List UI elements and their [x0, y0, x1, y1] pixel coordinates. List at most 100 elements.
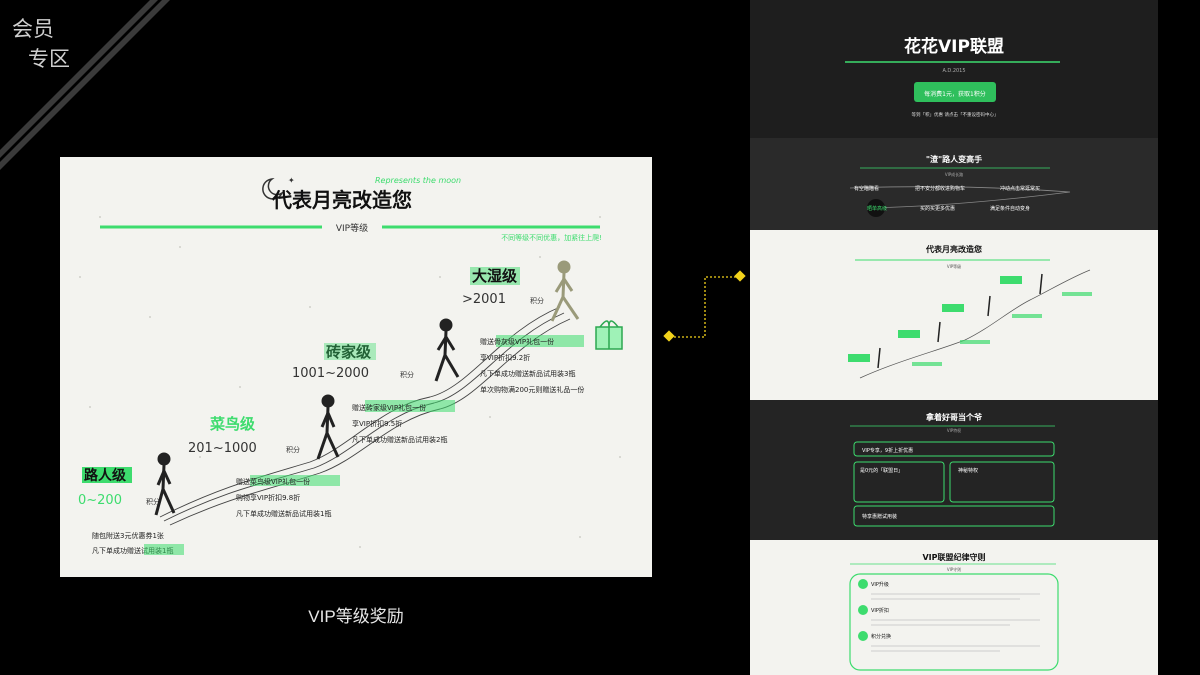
level3-perk1: 赠送砖家级VIP礼包一份	[352, 403, 426, 412]
level4-unit: 积分	[530, 296, 544, 305]
level2-perk2: 购物享VIP折扣9.8折	[236, 493, 300, 502]
level4-name: 大湿级	[472, 267, 518, 285]
walker-figure-2	[316, 394, 340, 460]
preview-panel-rules: VIP联盟纪律守则 VIP守则 VIP升级 VIP折扣 积分兑换	[750, 540, 1158, 675]
level4-range: >2001	[462, 292, 506, 307]
level4-perk3: 凡下单成功赠送新品试用装3瓶	[480, 369, 575, 378]
gift-box-icon	[595, 320, 623, 350]
level2-unit: 积分	[286, 445, 300, 454]
corner-tag: 会员 专区	[0, 0, 200, 200]
card-title: 代表月亮改造您	[271, 188, 412, 212]
p3-perk-highlights	[912, 292, 1092, 366]
p4-box2	[853, 461, 945, 503]
level3-unit: 积分	[400, 370, 414, 379]
level4-perk4: 单次购物满200元则赠送礼品一份	[480, 385, 584, 394]
level3-perk2: 享VIP折扣9.5折	[352, 419, 402, 428]
vip-level-illustration: ✦ Represents the moon 代表月亮改造您 VIP等级 不同等级…	[78, 176, 623, 555]
p3-walkers	[877, 273, 1043, 369]
p3-title: 代表月亮改造您	[925, 244, 982, 254]
card-subtitle: VIP等级	[336, 222, 368, 234]
p5-text-lines	[871, 593, 1040, 652]
level3-perk1-highlight	[365, 400, 455, 412]
p4-box3	[949, 461, 1055, 503]
p3-level1-tag	[848, 354, 870, 362]
section-label-line1: 会员	[12, 17, 54, 41]
p5-rule1: VIP升级	[871, 581, 889, 588]
level4-perk1-highlight	[496, 335, 584, 347]
card-caption: VIP等级奖励	[308, 607, 404, 626]
path-ribbon	[159, 306, 571, 526]
p5-frame	[849, 573, 1059, 671]
level2-range: 201~1000	[188, 441, 257, 456]
section-label-line2: 专区	[28, 47, 70, 71]
section-label: 会员 专区	[12, 14, 70, 74]
preview-panel-header: 花花VIP联盟 A.D.2015 每消费1元，获取1积分 等到「积」优惠 请点击…	[750, 0, 1158, 138]
card-note: 不同等级不同优惠，加紧往上爬!	[501, 233, 602, 242]
walker-figure-3	[434, 318, 460, 382]
p3-sub: VIP等级	[947, 263, 961, 269]
p2-path	[849, 186, 1071, 209]
p1-sub: A.D.2015	[942, 68, 965, 74]
level2-perk1-highlight	[250, 475, 340, 486]
p3-level3-tag	[942, 304, 964, 312]
subtitle-bg	[322, 219, 382, 235]
p1-banner: 每消费1元，获取1积分	[924, 90, 986, 98]
p2-title: "渣"路人变高手	[926, 154, 982, 164]
level1-name-bg	[82, 467, 132, 483]
level1-name: 路人级	[84, 467, 127, 484]
walker-figure-4	[550, 260, 580, 322]
p5-num2	[858, 605, 868, 615]
p5-num3	[858, 631, 868, 641]
p2-item2: 把不安分都收进购物车	[915, 185, 965, 192]
level1-perk1: 随包附送3元优惠券1张	[92, 531, 164, 540]
p5-rule3: 积分兑换	[871, 633, 891, 640]
p4-box1	[853, 441, 1055, 457]
p4-tag2: 是0元的「联盟日」	[860, 467, 903, 474]
zoom-connector	[663, 270, 746, 342]
level4-perk2: 享VIP折扣9.2折	[480, 353, 530, 362]
p2-item6: 满足条件自动变身	[990, 205, 1030, 212]
level1-perk2-highlight	[144, 544, 184, 555]
level3-range: 1001~2000	[292, 366, 369, 381]
walker-figure-1	[154, 452, 176, 516]
level4-perk1: 赠送骨灰级VIP礼包一份	[480, 337, 554, 346]
moon-icon	[262, 178, 284, 200]
level2-perk3: 凡下单成功赠送新品试用装1瓶	[236, 509, 331, 518]
p2-item5: 买的买更多优惠	[920, 205, 955, 212]
p5-num1	[858, 579, 868, 589]
p5-sub: VIP守则	[947, 566, 961, 572]
p3-level4-tag	[1000, 276, 1022, 284]
vip-level-card: ✦ Represents the moon 代表月亮改造您 VIP等级 不同等级…	[60, 157, 652, 577]
p2-item1: 有空瞄瞄看	[854, 185, 879, 192]
p2-item4: 晒单高级	[867, 205, 887, 212]
preview-panel-levels: 代表月亮改造您 VIP等级	[750, 230, 1158, 400]
p4-title: 拿着好哥当个爷	[925, 412, 983, 422]
p2-item3: 冲动点击常逛常买	[1000, 185, 1040, 192]
connector-end-dot	[734, 270, 746, 282]
p4-box4	[853, 505, 1055, 527]
p4-tag1: VIP专享，9折上折优惠	[862, 447, 913, 454]
p2-dot	[867, 199, 885, 217]
p5-rule2: VIP折扣	[871, 607, 889, 614]
preview-panel-growth: "渣"路人变高手 VIP成长路 有空瞄瞄看 把不安分都收进购物车 冲动点击常逛常…	[750, 138, 1158, 230]
connector-start-dot	[663, 330, 675, 342]
level1-range: 0~200	[78, 493, 122, 508]
p2-sub: VIP成长路	[945, 171, 963, 177]
level1-unit: 积分	[146, 497, 160, 506]
level2-perk1: 赠送菜鸟级VIP礼包一份	[236, 477, 310, 486]
p1-title: 花花VIP联盟	[904, 36, 1004, 57]
p3-level2-tag	[898, 330, 920, 338]
level3-perk3: 凡下单成功赠送新品试用装2瓶	[352, 435, 447, 444]
level4-name-bg	[470, 267, 520, 285]
corner-stripes	[0, 0, 170, 170]
level2-name: 菜鸟级	[209, 415, 256, 433]
level3-name: 砖家级	[326, 343, 372, 361]
p3-path	[859, 269, 1091, 379]
p1-line: 等到「积」优惠 请点击「不重设密码中心」	[912, 111, 999, 118]
p4-tag3: 神秘特权	[958, 467, 978, 474]
deco-script: Represents the moon	[375, 176, 461, 185]
p5-title: VIP联盟纪律守则	[922, 552, 985, 562]
p4-tag4: 特享惠赠试用装	[862, 513, 897, 520]
star-icon: ✦	[288, 176, 295, 185]
preview-panel-privileges: 拿着好哥当个爷 VIP特权 VIP专享，9折上折优惠 是0元的「联盟日」 神秘特…	[750, 400, 1158, 540]
